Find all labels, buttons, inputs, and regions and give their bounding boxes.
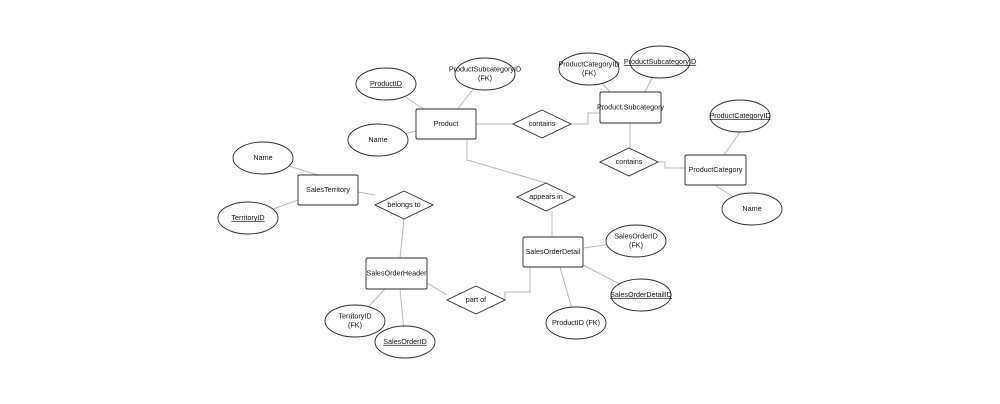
attribute-ellipse bbox=[355, 67, 417, 101]
relationship-diamond bbox=[445, 285, 507, 315]
entity-label: Product.Subcategory bbox=[597, 102, 665, 111]
entity-product[interactable]: Product bbox=[415, 108, 477, 140]
attribute-ellipse bbox=[709, 99, 771, 133]
entity-product-category[interactable]: ProductCategory bbox=[684, 154, 747, 186]
attribute-label: SalesOrderDetailID bbox=[610, 290, 672, 299]
entity-label: SalesOrderDetail bbox=[526, 247, 581, 256]
relationship-label: appears in bbox=[529, 192, 563, 201]
entity-box bbox=[415, 108, 477, 140]
attribute-ellipse bbox=[558, 52, 620, 86]
entity-label: SalesOrderHeader bbox=[367, 268, 428, 277]
relationship-belongs-to[interactable]: belongs to bbox=[373, 190, 435, 220]
attribute-sales-order-id-fk[interactable]: SalesOrderID(FK) bbox=[605, 224, 667, 258]
attribute-sales-order-id[interactable]: SalesOrderID bbox=[374, 325, 436, 359]
attribute-territory-name[interactable]: Name bbox=[232, 141, 294, 175]
attribute-ellipse bbox=[605, 224, 667, 258]
connector-line-12 bbox=[466, 139, 547, 184]
attribute-label-line-1: TerritoryID bbox=[338, 311, 371, 320]
attribute-product-subcategory-id[interactable]: ProductSubcategoryID bbox=[624, 45, 696, 79]
attribute-label-line-1: ProductCategoryID bbox=[558, 59, 619, 68]
attribute-ellipse bbox=[610, 278, 672, 312]
relationship-subcategory-category-contains[interactable]: contains bbox=[598, 147, 660, 177]
attribute-ellipse bbox=[374, 325, 436, 359]
attribute-category-name[interactable]: Name bbox=[721, 192, 783, 226]
relationship-label: part of bbox=[466, 295, 486, 304]
relationship-diamond bbox=[598, 147, 660, 177]
relationship-diamond bbox=[373, 190, 435, 220]
attribute-label: Name bbox=[253, 153, 272, 162]
relationship-product-subcategory-contains[interactable]: contains bbox=[511, 109, 573, 139]
attribute-label-line-1: SalesOrderID bbox=[614, 231, 658, 240]
connector-line-5 bbox=[571, 112, 600, 125]
connector-line-10 bbox=[723, 131, 741, 156]
attribute-label: ProductID (FK) bbox=[552, 318, 600, 327]
diagram-nodes: contains contains appears in belongs to part… bbox=[217, 45, 783, 359]
connector-line-9 bbox=[658, 161, 685, 169]
entity-sales-order-header[interactable]: SalesOrderHeader bbox=[365, 257, 428, 290]
attribute-label: TerritoryID bbox=[231, 213, 264, 222]
attribute-territory-id[interactable]: TerritoryID bbox=[217, 201, 279, 235]
entity-box bbox=[684, 154, 747, 186]
connector-line-17 bbox=[399, 218, 405, 259]
attribute-sales-order-detail-id[interactable]: SalesOrderDetailID bbox=[610, 278, 672, 312]
relationship-appears-in[interactable]: appears in bbox=[515, 182, 577, 212]
attribute-label-line-1: ProductSubcategoryID bbox=[449, 64, 521, 73]
entity-label: ProductCategory bbox=[689, 165, 743, 174]
attribute-product-name[interactable]: Name bbox=[347, 123, 409, 157]
relationship-label: contains bbox=[616, 157, 643, 166]
entity-product-subcategory[interactable]: Product.Subcategory bbox=[597, 91, 665, 124]
attribute-ellipse bbox=[217, 201, 279, 235]
entity-box bbox=[599, 91, 662, 124]
attribute-label-line-2: (FK) bbox=[348, 320, 362, 329]
relationship-label: belongs to bbox=[387, 200, 420, 209]
connector-line-19 bbox=[504, 267, 531, 300]
attribute-label: SalesOrderID bbox=[383, 337, 427, 346]
connector-line-16 bbox=[357, 191, 376, 196]
attribute-product-id-fk[interactable]: ProductID (FK) bbox=[545, 306, 607, 340]
entity-label: Product bbox=[434, 119, 459, 128]
attribute-ellipse bbox=[232, 141, 294, 175]
attribute-label: ProductID bbox=[370, 79, 402, 88]
entity-box bbox=[522, 236, 584, 268]
entity-box bbox=[365, 257, 428, 290]
relationship-label: contains bbox=[529, 119, 556, 128]
attribute-label-line-2: (FK) bbox=[582, 68, 596, 77]
attribute-label-line-2: (FK) bbox=[478, 73, 492, 82]
attribute-product-category-id-fk[interactable]: ProductCategoryID(FK) bbox=[558, 52, 620, 86]
attribute-ellipse bbox=[629, 45, 691, 79]
relationship-diamond bbox=[511, 109, 573, 139]
entity-box bbox=[297, 174, 359, 206]
attribute-territory-id-fk[interactable]: TerritoryID(FK) bbox=[324, 304, 386, 338]
attribute-ellipse bbox=[454, 57, 516, 91]
attribute-product-subcategory-id-fk[interactable]: ProductSubcategoryID(FK) bbox=[449, 57, 521, 91]
relationship-diamond bbox=[515, 182, 577, 212]
attribute-ellipse bbox=[324, 304, 386, 338]
relationship-part-of[interactable]: part of bbox=[445, 285, 507, 315]
entity-label: SalesTerritory bbox=[306, 185, 350, 194]
attribute-ellipse bbox=[545, 306, 607, 340]
attribute-label: Name bbox=[742, 204, 761, 213]
attribute-label: ProductCategoryID bbox=[709, 111, 770, 120]
attribute-ellipse bbox=[721, 192, 783, 226]
attribute-product-category-id[interactable]: ProductCategoryID bbox=[709, 99, 771, 133]
attribute-label-line-2: (FK) bbox=[629, 240, 643, 249]
attribute-label: Name bbox=[368, 135, 387, 144]
attribute-label: ProductSubcategoryID bbox=[624, 57, 696, 66]
entity-sales-territory[interactable]: SalesTerritory bbox=[297, 174, 359, 206]
connector-line-18 bbox=[426, 282, 448, 296]
attribute-ellipse bbox=[347, 123, 409, 157]
attribute-product-id[interactable]: ProductID bbox=[355, 67, 417, 101]
entity-sales-order-detail[interactable]: SalesOrderDetail bbox=[522, 236, 584, 268]
